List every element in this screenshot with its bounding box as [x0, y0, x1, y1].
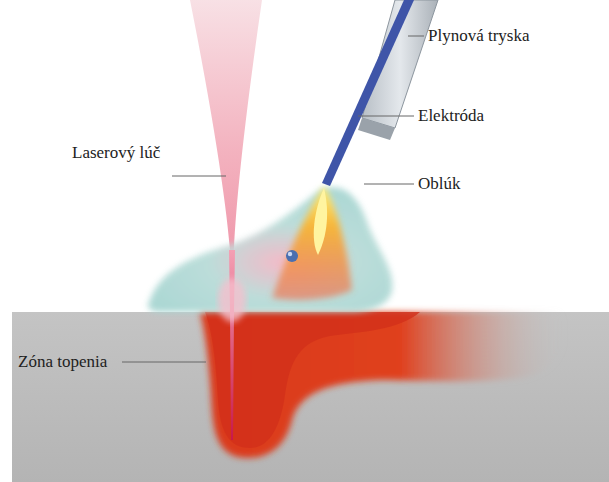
arc-label: Oblúk: [418, 174, 588, 194]
laser-beam-label: Laserový lúč: [72, 143, 168, 163]
nozzle-label: Plynová tryska: [428, 26, 598, 46]
melt-zone-label: Zóna topenia: [18, 352, 122, 372]
electrode-label: Elektróda: [418, 106, 588, 126]
